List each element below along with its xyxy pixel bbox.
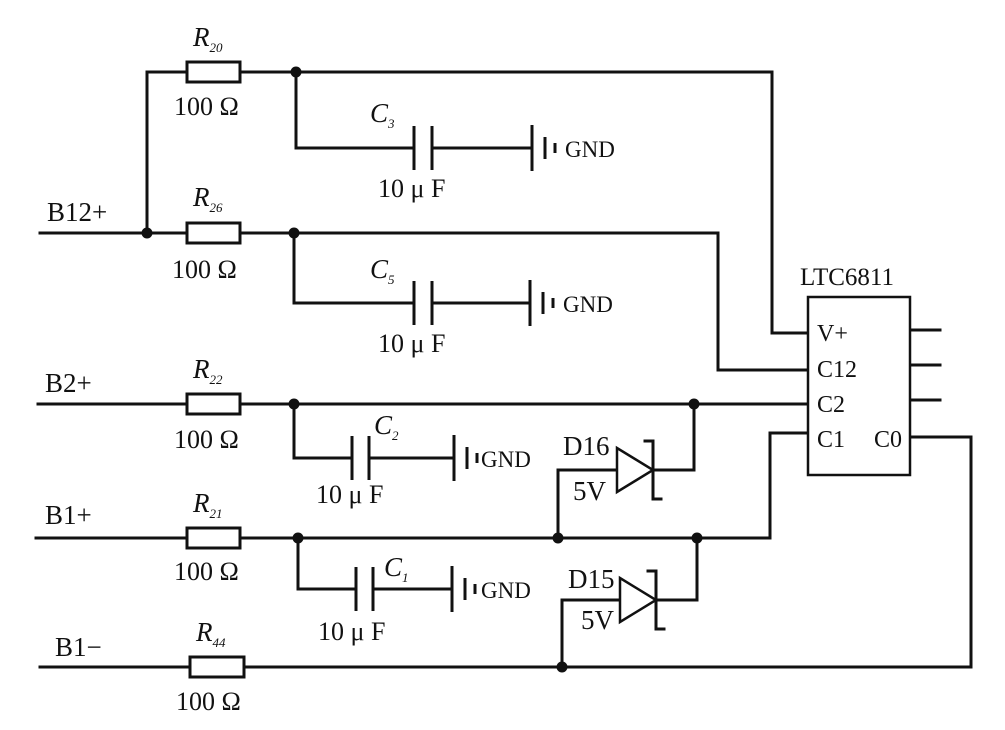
gnd-label: GND [563, 292, 613, 317]
svg-text:R20: R20 [192, 22, 223, 55]
svg-text:100 Ω: 100 Ω [176, 687, 241, 716]
gnd-label: GND [481, 447, 531, 472]
ground-4: GND [450, 566, 531, 612]
resistor-r21: R21 100 Ω [174, 488, 242, 586]
svg-text:10 μ F: 10 μ F [378, 174, 445, 203]
net-label-b12plus: B12+ [47, 197, 107, 227]
capacitor-c5: C5 10 μ F [370, 254, 445, 358]
svg-text:100 Ω: 100 Ω [174, 425, 239, 454]
ic-ltc6811: LTC6811 V+ C12 C2 C1 C0 [800, 264, 912, 477]
svg-text:5V: 5V [581, 605, 615, 635]
svg-text:R22: R22 [192, 354, 223, 387]
svg-text:10 μ F: 10 μ F [318, 617, 385, 646]
svg-text:C1: C1 [384, 552, 409, 585]
svg-text:10 μ F: 10 μ F [316, 480, 383, 509]
zener-diode-d16: D16 5V [563, 431, 663, 506]
resistor-r22: R22 100 Ω [174, 354, 242, 454]
svg-text:D15: D15 [568, 564, 615, 594]
svg-text:5V: 5V [573, 476, 607, 506]
resistor-r44: R44 100 Ω [176, 617, 246, 716]
pin-c1: C1 [817, 427, 845, 453]
net-labels: B12+ B2+ B1+ B1− [45, 197, 107, 662]
svg-text:R44: R44 [195, 617, 226, 650]
gnd-label: GND [481, 578, 531, 603]
pin-vplus: V+ [817, 321, 848, 347]
pin-c2: C2 [817, 392, 845, 418]
svg-text:10 μ F: 10 μ F [378, 329, 445, 358]
ground-2: GND [528, 280, 613, 326]
gnd-label: GND [565, 137, 615, 162]
resistor-r26: R26 100 Ω [172, 182, 242, 284]
svg-text:100 Ω: 100 Ω [174, 557, 239, 586]
net-label-b2plus: B2+ [45, 368, 92, 398]
svg-text:C5: C5 [370, 254, 395, 287]
net-label-b1minus: B1− [55, 632, 102, 662]
junction-dots [141, 66, 703, 673]
net-label-b1plus: B1+ [45, 500, 92, 530]
svg-text:D16: D16 [563, 431, 610, 461]
capacitor-c2: C2 10 μ F [316, 410, 399, 509]
resistor-r20: R20 100 Ω [174, 22, 242, 121]
capacitor-c3: C3 10 μ F [370, 98, 445, 203]
pin-c12: C12 [817, 357, 857, 383]
zener-diode-d15: D15 5V [568, 564, 666, 635]
chip-name: LTC6811 [800, 264, 894, 291]
pin-c0: C0 [874, 427, 902, 453]
svg-text:C2: C2 [374, 410, 399, 443]
svg-text:100 Ω: 100 Ω [174, 92, 239, 121]
svg-text:R26: R26 [192, 182, 223, 215]
svg-text:100 Ω: 100 Ω [172, 255, 237, 284]
wires [34, 70, 973, 669]
svg-text:R21: R21 [192, 488, 223, 521]
capacitor-c1: C1 10 μ F [318, 552, 409, 646]
svg-text:C3: C3 [370, 98, 395, 131]
ground-3: GND [452, 435, 531, 481]
ground-1: GND [530, 125, 615, 171]
